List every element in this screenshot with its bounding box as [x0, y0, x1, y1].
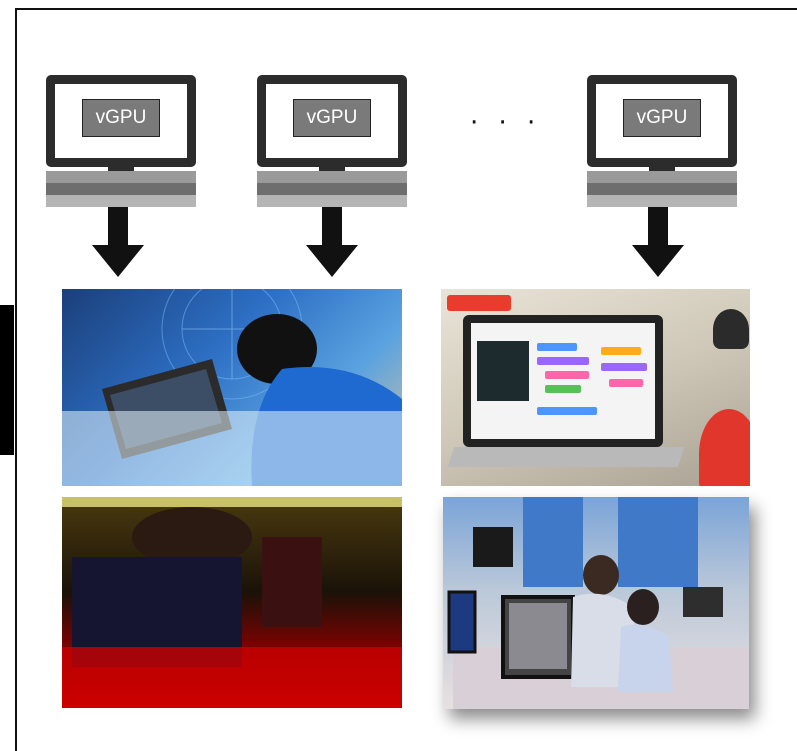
- ellipsis: · · ·: [470, 108, 542, 138]
- vgpu-label: vGPU: [82, 99, 160, 137]
- diagram-frame: [15, 8, 797, 751]
- vgpu-label: vGPU: [293, 99, 371, 137]
- down-arrow-icon: [306, 207, 358, 277]
- student-touchscreen-photo: [62, 289, 402, 486]
- computer-lab-photo: [443, 497, 749, 709]
- left-edge-bar: [0, 305, 14, 455]
- down-arrow-icon: [92, 207, 144, 277]
- monitor-screen: vGPU: [587, 75, 737, 167]
- vgpu-monitor-2: vGPU: [257, 75, 407, 207]
- brand-logo: [447, 295, 511, 311]
- laptop: [463, 315, 663, 447]
- dark-classroom-photo: [62, 497, 402, 708]
- monitor-screen: vGPU: [257, 75, 407, 167]
- vgpu-label: vGPU: [623, 99, 701, 137]
- down-arrow-icon: [632, 207, 684, 277]
- vgpu-monitor-3: vGPU: [587, 75, 737, 207]
- vgpu-monitor-1: vGPU: [46, 75, 196, 207]
- monitor-screen: vGPU: [46, 75, 196, 167]
- laptop-coding-photo: [441, 289, 750, 486]
